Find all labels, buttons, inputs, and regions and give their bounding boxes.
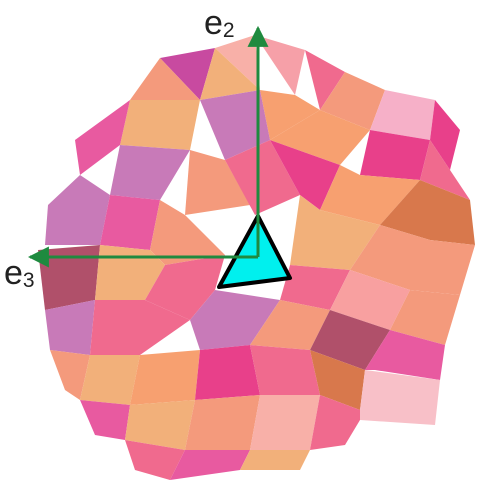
mesh-face bbox=[290, 195, 380, 270]
mesh-face bbox=[45, 175, 110, 245]
mesh-face bbox=[320, 72, 385, 130]
mesh-face bbox=[80, 400, 130, 440]
mesh-face bbox=[305, 50, 345, 110]
triangle-mesh bbox=[38, 35, 475, 480]
mesh-face bbox=[260, 90, 320, 140]
mesh-face bbox=[130, 350, 200, 405]
mesh-face bbox=[90, 300, 190, 355]
mesh-face bbox=[370, 90, 435, 140]
mesh-face bbox=[195, 345, 260, 400]
mesh-face bbox=[280, 265, 350, 310]
mesh-face bbox=[185, 395, 260, 450]
mesh-face bbox=[270, 110, 370, 165]
mesh-face bbox=[160, 48, 215, 100]
mesh-face bbox=[80, 355, 140, 405]
mesh-face bbox=[190, 290, 280, 350]
mesh-face bbox=[45, 300, 95, 355]
mesh-face bbox=[50, 350, 90, 400]
mesh-face bbox=[310, 350, 365, 410]
e2-axis-label: e2 bbox=[204, 4, 235, 42]
mesh-face bbox=[215, 35, 260, 90]
mesh-face bbox=[250, 395, 320, 450]
mesh-face bbox=[250, 345, 320, 395]
mesh-face bbox=[330, 270, 410, 330]
mesh-face bbox=[150, 200, 225, 265]
mesh-face bbox=[270, 140, 340, 210]
mesh-face bbox=[185, 150, 250, 215]
mesh-face bbox=[145, 255, 225, 320]
mesh-face bbox=[320, 165, 420, 225]
mesh-face bbox=[38, 245, 100, 310]
mesh-face bbox=[310, 395, 360, 450]
e3-axis-label: e3 bbox=[4, 254, 35, 292]
mesh-face bbox=[430, 100, 460, 170]
mesh-face bbox=[255, 35, 305, 95]
mesh-face bbox=[350, 225, 475, 295]
mesh-face bbox=[130, 58, 200, 100]
mesh-face bbox=[170, 450, 250, 480]
highlighted-triangle bbox=[217, 214, 292, 289]
mesh-face bbox=[200, 90, 270, 160]
mesh-face bbox=[110, 145, 190, 200]
mesh-face bbox=[95, 245, 165, 300]
mesh-face bbox=[75, 100, 130, 175]
mesh-face bbox=[240, 450, 310, 470]
mesh-face bbox=[250, 300, 330, 350]
mesh-face bbox=[125, 440, 185, 480]
coordinate-axes bbox=[27, 25, 269, 268]
mesh-face bbox=[360, 130, 430, 180]
mesh-face bbox=[125, 400, 195, 450]
mesh-face bbox=[380, 180, 475, 245]
mesh-face bbox=[365, 330, 445, 380]
mesh-face bbox=[100, 195, 160, 250]
mesh-face bbox=[390, 290, 460, 345]
mesh-face bbox=[360, 370, 440, 425]
mesh-face bbox=[225, 140, 300, 215]
mesh-face bbox=[120, 100, 200, 150]
mesh-face bbox=[200, 48, 260, 100]
mesh-face bbox=[310, 310, 390, 370]
